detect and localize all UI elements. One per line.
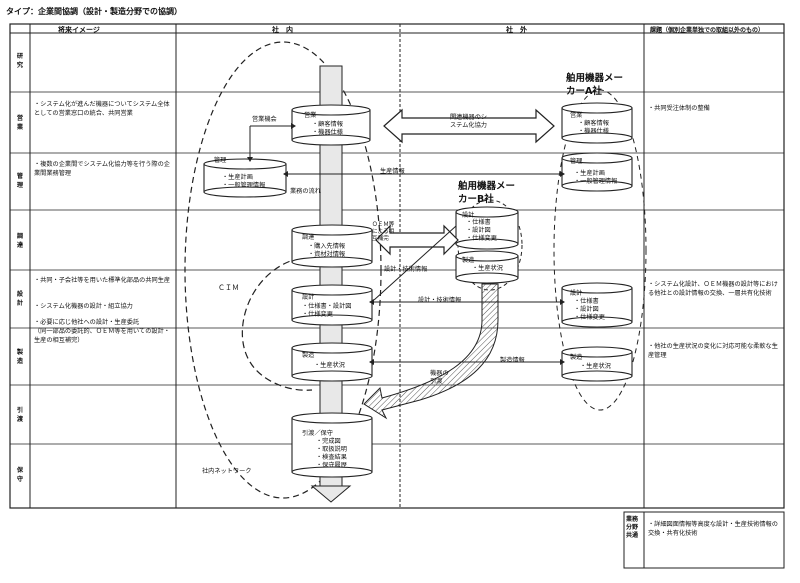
business-flow-arrow xyxy=(310,65,352,503)
page-title: タイプ：企業間協調（設計・製造分野での協調） xyxy=(6,7,182,16)
row-label-hikiwatashi: 引 渡 xyxy=(16,407,24,423)
label-sekkei-gijutsu-2: 設計・技術情報 xyxy=(418,297,462,304)
internal-hikiwatashi-items: ・完成図 ・取扱説明 ・検査結果 ・保守履歴 xyxy=(316,438,347,469)
row-label-sekkei: 設 計 xyxy=(16,291,24,307)
issue-eigyo: ・共同受注体制の整備 xyxy=(648,105,710,112)
note-eigyo: ・システム化が進んだ機器についてシステム全体としての営業窓口の統合、共同営業 xyxy=(34,101,170,117)
company-b-sekkei-db xyxy=(455,206,519,250)
label-seisan-joho: 生産情報 xyxy=(380,168,405,175)
cooperation-double-arrow xyxy=(383,108,555,144)
company-a-kanri-title: 管理 xyxy=(570,158,583,165)
company-a-seizo-items: ・生産状況 xyxy=(580,363,611,370)
header-in-company: 社 内 xyxy=(272,26,293,34)
internal-eigyo-items: ・顧客情報 ・機器仕様 xyxy=(312,121,343,136)
company-b-seizo-db xyxy=(455,250,519,284)
row-label-seizo: 製 造 xyxy=(16,349,24,365)
note-sekkei-3: ・必要に応じ他社への設計・生産委託 （同一部品の委託的、ＯＥＭ等を用いての設計・… xyxy=(34,319,170,344)
delivery-arrow xyxy=(363,283,499,420)
company-a-sekkei-items: ・仕様書 ・設計図 ・仕様変更 xyxy=(574,298,605,321)
internal-kanri-title: 管理 xyxy=(214,157,227,164)
company-a-eigyo-title: 営業 xyxy=(570,112,583,119)
issue-seizo: ・他社の生産状況の変化に対応可能な柔軟な生産管理 xyxy=(648,343,778,359)
company-b-seizo-items: ・生産状況 xyxy=(472,265,503,272)
bottom-label: 業務分野共通 xyxy=(626,516,639,539)
company-b-sekkei-items: ・仕様書 ・設計図 ・仕様変更 xyxy=(466,219,497,242)
company-a-seizo-title: 製造 xyxy=(570,354,583,361)
internal-seizo-db xyxy=(291,342,373,382)
internal-seizo-items: ・生産状況 xyxy=(314,362,345,369)
label-eigyo-kikai: 営業機会 xyxy=(252,116,277,123)
company-b-sekkei-title: 設計 xyxy=(462,212,475,219)
company-a-sekkei-title: 設計 xyxy=(570,290,583,297)
label-seizo-joho: 製造情報 xyxy=(500,357,525,364)
internal-sekkei-db xyxy=(291,284,373,326)
company-a-kanri-items: ・生産計画 ・一般管理情報 xyxy=(574,170,618,185)
label-oem: ＯＥＭ等 による相 互補完 xyxy=(372,222,395,242)
row-label-chotatsu: 調 達 xyxy=(16,233,24,249)
label-kanren-kiki: 関連機器のシ ステム化協力 xyxy=(450,114,488,129)
company-a-sekkei-db xyxy=(561,282,633,328)
header-issues: 課題（個別企業単独での取組以外のもの） xyxy=(650,27,765,34)
note-sekkei-1: ・共同・子会社等を用いた標準化部品の共同生産 xyxy=(34,277,171,284)
company-a-boundary xyxy=(553,89,647,411)
issue-sekkei: ・システム化設計、ＯＥＭ機器の設計等における他社との設計情報の交換、一層共有化技… xyxy=(648,281,778,297)
bottom-note: ・詳細図面情報等高度な設計・生産技術情報の交換・共有化技術 xyxy=(648,521,778,537)
cim-boundary xyxy=(184,41,382,499)
company-a-seizo-db xyxy=(561,346,633,382)
internal-eigyo-db xyxy=(291,104,371,146)
internal-eigyo-title: 営業 xyxy=(304,112,317,119)
note-kanri: ・複数の企業間でシステム化協力等を行う際の企業間業務管理 xyxy=(34,161,170,177)
row-label-eigyo: 営 業 xyxy=(16,115,24,131)
internal-seizo-title: 製造 xyxy=(302,352,315,359)
label-cim: ＣＩＭ xyxy=(218,284,239,292)
header-image: 将来イメージ xyxy=(58,26,100,34)
row-label-kanri: 管 理 xyxy=(16,173,24,189)
company-a-kanri-db xyxy=(561,152,633,192)
note-sekkei-2: ・システム化機器の設計・組立協力 xyxy=(34,303,133,310)
company-a-name: 舶用機器メー カーA社 xyxy=(566,73,624,97)
internal-chotatsu-title: 調達 xyxy=(302,234,315,241)
internal-sekkei-items: ・仕様書・設計図 ・仕様変更 xyxy=(302,303,352,318)
oem-double-arrow xyxy=(375,224,459,256)
company-a-eigyo-items: ・顧客情報 ・機器仕様 xyxy=(578,120,609,135)
row-label-hoshu: 保 守 xyxy=(16,467,24,483)
label-gyomu-nagare: 業務の流れ xyxy=(290,188,321,195)
internal-kanri-items: ・生産計画 ・一般管理情報 xyxy=(222,174,266,189)
company-b-name: 舶用機器メー カーB社 xyxy=(458,181,516,205)
internal-chotatsu-items: ・購入先情報 ・資材対情報 xyxy=(308,243,346,258)
internal-kanri-db xyxy=(203,158,287,198)
row-label-kenkyu: 研 究 xyxy=(16,53,24,69)
company-a-eigyo-db xyxy=(561,102,633,144)
internal-chotatsu-db xyxy=(291,224,373,268)
label-kiki-hikiwatashi: 機器の 引渡 xyxy=(430,370,449,385)
internal-hikiwatashi-title: 引渡／保守 xyxy=(302,430,333,437)
company-b-seizo-title: 製造 xyxy=(462,257,475,264)
internal-sekkei-title: 設計 xyxy=(302,294,315,301)
header-out-company: 社 外 xyxy=(506,26,527,34)
label-network: 社内ネットワーク xyxy=(202,468,252,475)
label-sekkei-gijutsu: 設計・技術情報 xyxy=(384,266,428,273)
internal-hikiwatashi-db xyxy=(291,412,373,478)
